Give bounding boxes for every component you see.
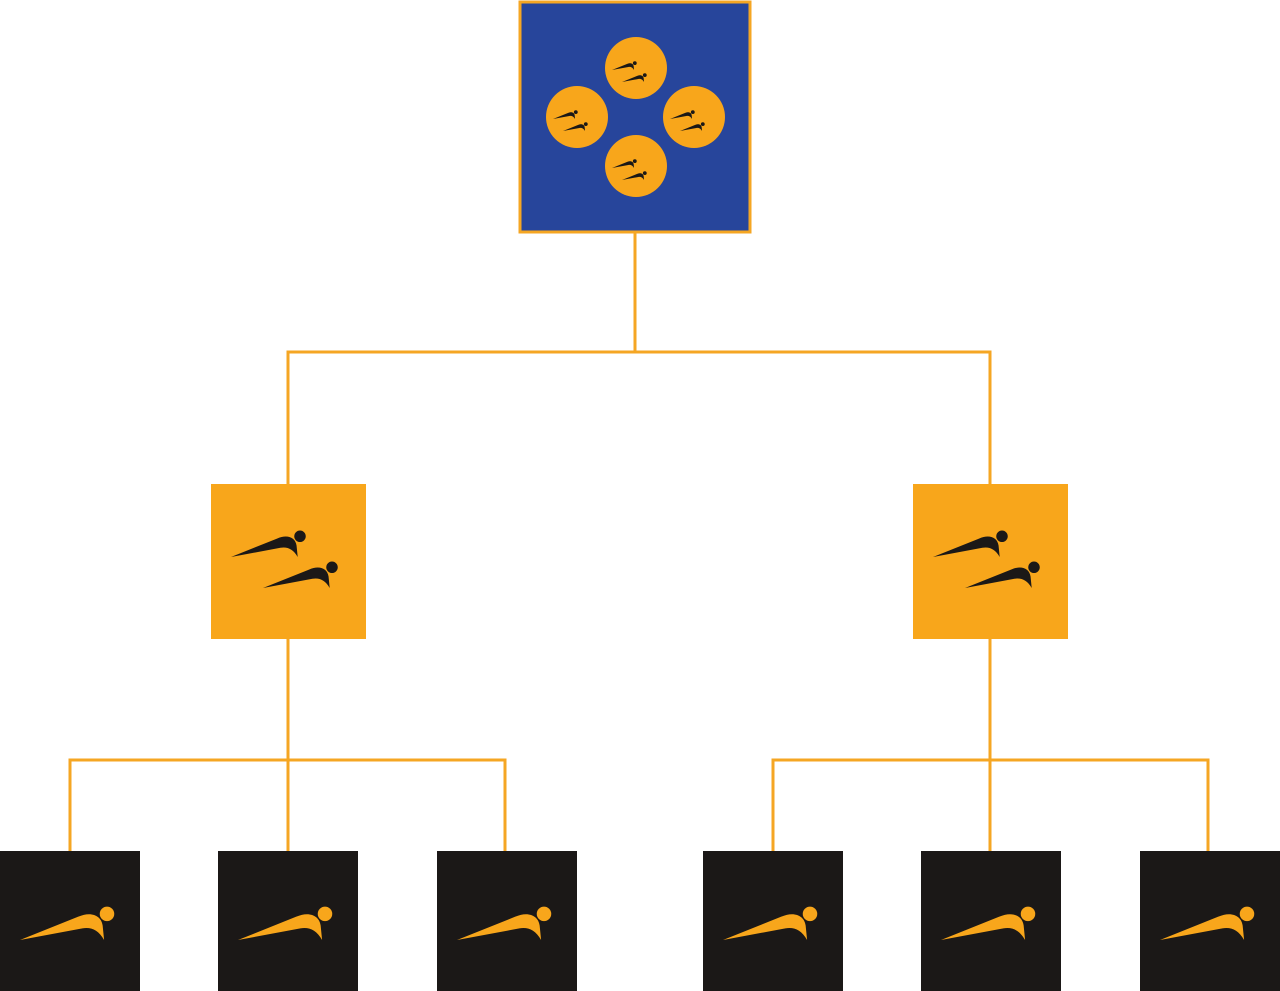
connector-right-bus [771, 758, 1210, 852]
mid-node-right [913, 484, 1068, 639]
leaf-node-4 [703, 851, 843, 991]
root-node [518, 0, 752, 234]
leaf-node-3 [437, 851, 577, 991]
leaf-node-2 [218, 851, 358, 991]
connector-root-to-level2 [286, 233, 637, 485]
swoosh-quad-medallion-icon [546, 37, 725, 197]
leaf-node-6 [1140, 851, 1280, 991]
leaf-node-5 [921, 851, 1061, 991]
mid-node-left [211, 484, 366, 639]
leaf-node-1 [0, 851, 140, 991]
connector-root-to-level2-right [635, 350, 992, 485]
connector-lines [68, 233, 1210, 852]
connector-left-bus [68, 758, 507, 852]
